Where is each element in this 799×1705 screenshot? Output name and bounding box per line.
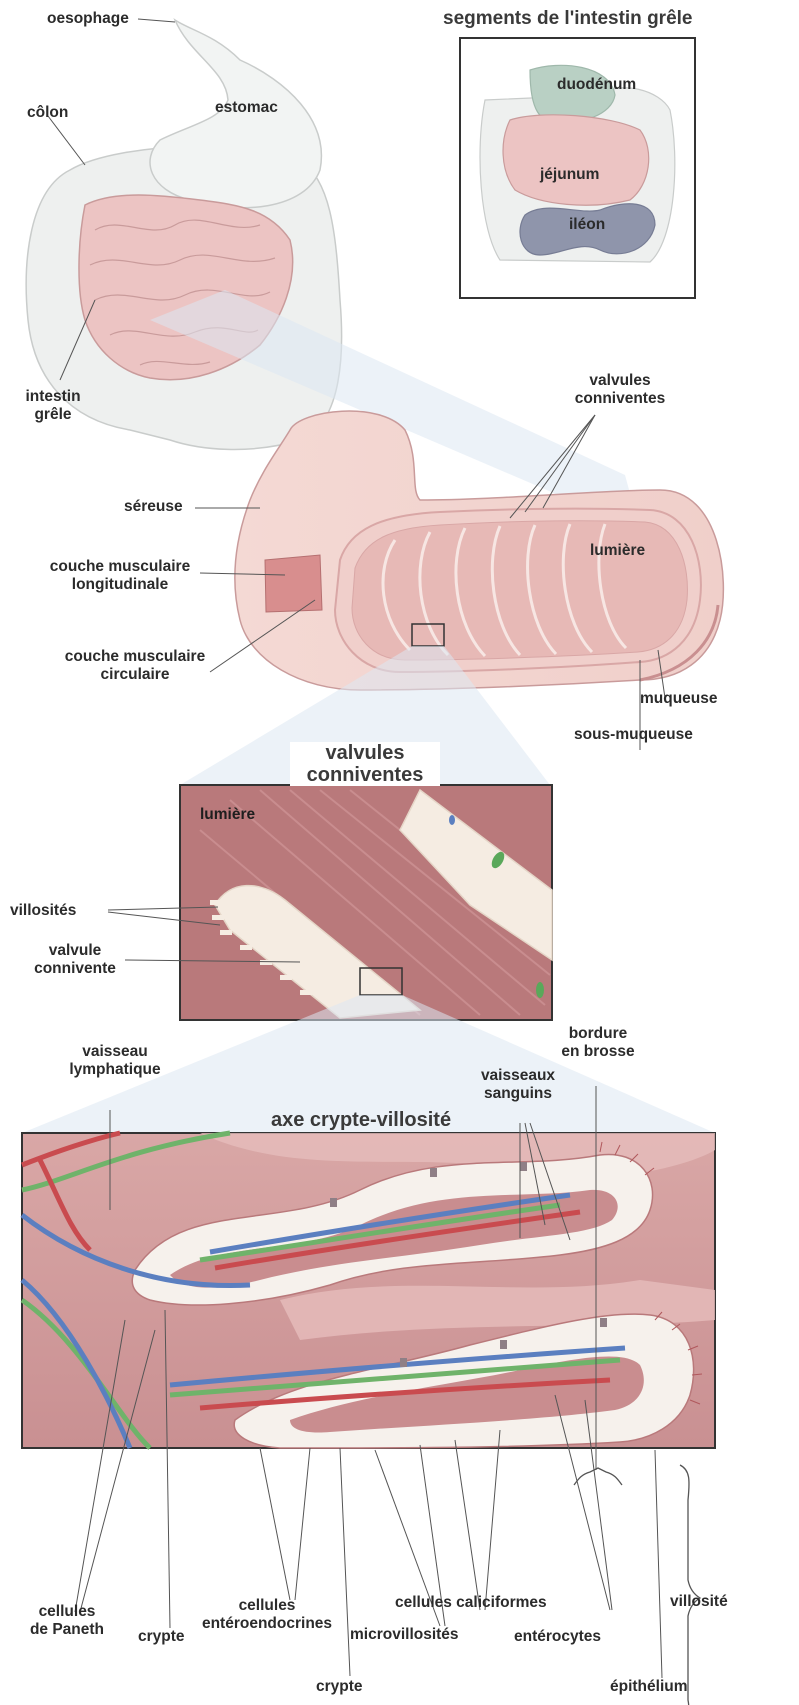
brackets [574,1465,700,1705]
label-couche-longitudinale-line2: longitudinale [40,576,200,594]
label-vaisseaux-sanguins-line2: sanguins [468,1085,568,1103]
label-valvules-top-line1: valvules [565,372,675,390]
axe-title: axe crypte-villosité [271,1109,451,1131]
label-oesophage: oesophage [47,10,129,28]
label-valvule-connivente: valvule connivente [30,942,120,978]
label-vaisseau-lymphatique-line2: lymphatique [60,1061,170,1079]
label-intestin-grele: intestin grêle [18,388,88,424]
label-intestin-grele-line2: grêle [18,406,88,424]
label-couche-longitudinale-line1: couche musculaire [40,558,200,576]
label-vaisseaux-sanguins: vaisseaux sanguins [468,1067,568,1103]
label-bordure-brosse-line2: en brosse [548,1043,648,1061]
label-sous-muqueuse: sous-muqueuse [574,726,693,744]
label-jejunum: jéjunum [540,166,599,184]
label-crypte-left: crypte [138,1628,185,1646]
valvules-panel-title: valvules conniventes [290,742,440,786]
label-cellules-paneth: cellules de Paneth [22,1603,112,1639]
label-cellules-entero-line1: cellules [192,1597,342,1615]
label-couche-circulaire: couche musculaire circulaire [55,648,215,684]
label-ileon: iléon [569,216,605,234]
label-couche-circulaire-line1: couche musculaire [55,648,215,666]
label-cellules-entero-line2: entéroendocrines [192,1615,342,1633]
label-valvules-top: valvules conniventes [565,372,675,408]
label-epithelium: épithélium [610,1678,688,1696]
label-colon: côlon [27,104,68,122]
valvules-panel-title-line1: valvules [290,742,440,764]
label-lumiere-top: lumière [590,542,645,560]
label-cellules-entero: cellules entéroendocrines [192,1597,342,1633]
label-cellules-paneth-line1: cellules [22,1603,112,1621]
label-villosite: villosité [670,1593,728,1611]
valvules-panel-title-line2: conniventes [290,764,440,786]
label-couche-longitudinale: couche musculaire longitudinale [40,558,200,594]
label-estomac: estomac [215,99,278,117]
label-vaisseaux-sanguins-line1: vaisseaux [468,1067,568,1085]
label-lumiere-mid: lumière [200,806,255,824]
label-intestin-grele-line1: intestin [18,388,88,406]
label-valvules-top-line2: conniventes [565,390,675,408]
label-microvillosites: microvillosités [350,1626,459,1644]
segments-title: segments de l'intestin grêle [443,8,692,30]
label-cellules-caliciformes: cellules caliciformes [395,1594,547,1612]
label-sereuse: séreuse [124,498,183,516]
label-valvule-connivente-line1: valvule [30,942,120,960]
label-couche-circulaire-line2: circulaire [55,666,215,684]
label-bordure-brosse-line1: bordure [548,1025,648,1043]
digestive-organs [26,20,341,449]
crypt-villus-panel [22,1133,715,1448]
label-villosites: villosités [10,902,76,920]
label-valvule-connivente-line2: connivente [30,960,120,978]
label-vaisseau-lymphatique: vaisseau lymphatique [60,1043,170,1079]
label-vaisseau-lymphatique-line1: vaisseau [60,1043,170,1061]
label-bordure-brosse: bordure en brosse [548,1025,648,1061]
label-crypte-bottom: crypte [316,1678,363,1696]
label-cellules-paneth-line2: de Paneth [22,1621,112,1639]
label-duodenum: duodénum [557,76,636,94]
label-muqueuse: muqueuse [640,690,718,708]
label-enterocytes: entérocytes [514,1628,601,1646]
